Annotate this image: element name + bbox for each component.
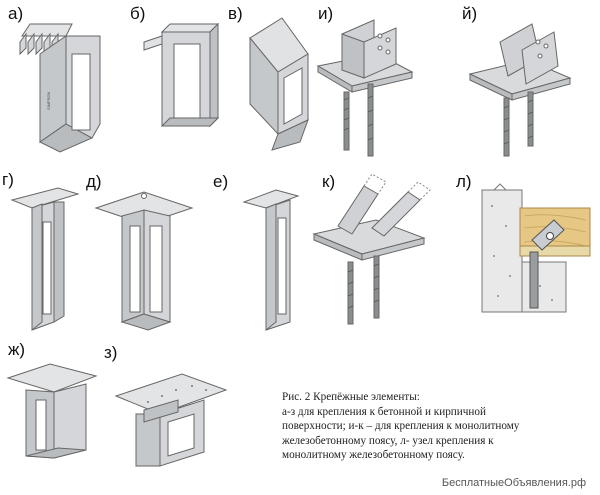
label-l: л) [456,172,472,191]
label-d: д) [86,172,102,191]
caption-line-2: а-з для крепления к бетонной и кирпичной [282,405,486,418]
post-base-k-illustration [312,173,431,325]
caption-line-1: Рис. 2 Крепёжные элементы: [282,391,420,403]
svg-text:SIMPSON: SIMPSON [46,91,51,110]
caption-line-4: железобетонному поясу, л- узел крепления… [282,434,494,447]
hanger-b-illustration [143,22,220,128]
label-b: б) [130,4,146,23]
label-y: й) [462,4,478,23]
label-i: и) [318,4,334,23]
caption-line-3: поверхности; и-к – для крепления к монол… [282,420,520,432]
label-k: к) [322,172,336,191]
post-base-i-illustration [316,19,414,157]
figure-caption: Рис. 2 Крепёжные элементы: а-з для крепл… [282,390,582,463]
connection-node-l-illustration [481,183,591,313]
label-g: г) [2,170,14,189]
hanger-g-illustration [10,187,80,332]
label-v: в) [228,4,243,23]
hanger-z-illustration [114,373,228,467]
hanger-a-illustration: SIMPSON [19,23,101,153]
hanger-e-illustration [242,189,300,332]
label-zh: ж) [8,340,26,359]
post-base-y-illustration [468,23,572,157]
watermark: БесплатныеОбъявления.рф [441,477,586,489]
label-z: з) [104,343,118,362]
hanger-v-illustration [249,17,309,151]
hanger-zh-illustration [6,363,98,459]
label-a: а) [8,4,24,23]
caption-line-5: монолитному железобетонному поясу. [282,449,465,461]
hanger-d-illustration [94,191,194,331]
label-e: е) [213,172,229,191]
